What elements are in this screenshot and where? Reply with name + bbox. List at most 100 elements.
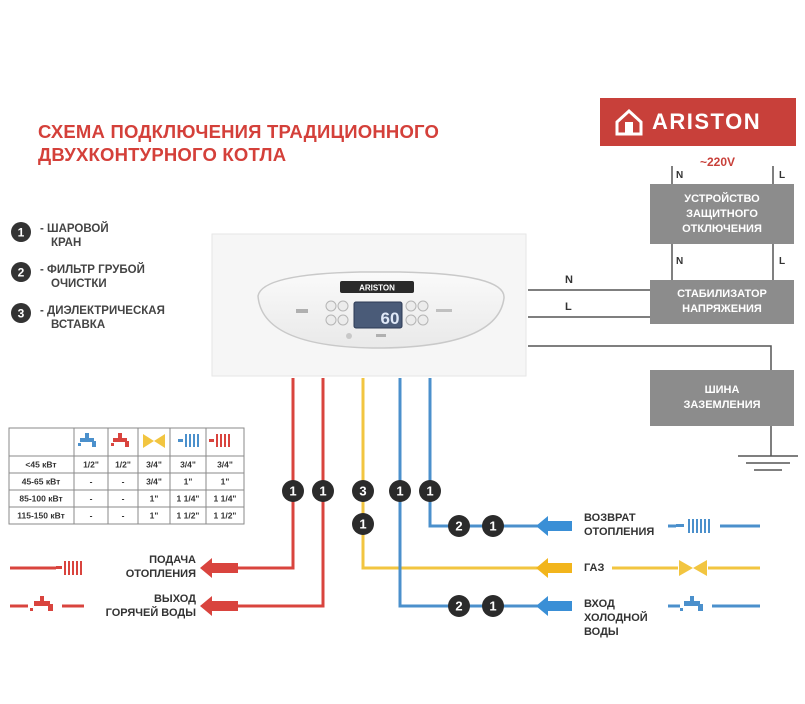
marker-1: 1 [389, 480, 411, 502]
table-cell: 3/4" [146, 460, 162, 470]
panel-mark-right [436, 309, 452, 312]
legend-text-3b: ВСТАВКА [51, 319, 106, 331]
l-label-top: L [779, 170, 786, 181]
ground-box: ШИНА ЗАЗЕМЛЕНИЯ [650, 370, 794, 426]
marker-3: 3 [352, 480, 374, 502]
marker-1: 1 [312, 480, 334, 502]
rcd-line-1: УСТРОЙСТВО [684, 192, 760, 205]
heating-supply-pipe [228, 378, 295, 570]
legend-marker-3: 3 [11, 303, 31, 323]
gas-valve-line-icon [679, 560, 707, 576]
legend-marker-1: 1 [11, 222, 31, 242]
arrow-hot-water [200, 596, 238, 616]
legend-text-2b: ОЧИСТКИ [51, 278, 107, 290]
boiler: ARISTON 60 [211, 233, 527, 377]
arrow-heating-return [536, 516, 572, 536]
l-label-boiler: L [565, 301, 572, 313]
table-cell: - [90, 494, 93, 504]
boiler-brand: ARISTON [359, 284, 395, 293]
arrow-cold-water [536, 596, 572, 616]
title-line-1: СХЕМА ПОДКЛЮЧЕНИЯ ТРАДИЦИОННОГО [38, 121, 440, 142]
brand-logo: ARISTON [600, 98, 796, 146]
marker-1: 1 [482, 515, 504, 537]
svg-text:3: 3 [18, 307, 25, 321]
table-cell: 1 1/4" [177, 494, 200, 504]
ground-line-1: ШИНА [704, 384, 740, 396]
arrow-gas [536, 558, 572, 578]
svg-text:1: 1 [18, 226, 25, 240]
marker-1: 1 [419, 480, 441, 502]
marker-1: 1 [482, 595, 504, 617]
flame-icon [346, 333, 352, 339]
svg-text:1: 1 [426, 484, 433, 499]
n-label-mid: N [676, 256, 684, 267]
return-label-1: ВОЗВРАТ [584, 512, 636, 524]
legend-text-1b: КРАН [51, 237, 82, 249]
legend-text-3a: - ДИЭЛЕКТРИЧЕСКАЯ [40, 305, 165, 317]
panel-buttons-left[interactable] [325, 300, 349, 326]
supply-label: ПОДАЧА ОТОПЛЕНИЯ [100, 553, 196, 581]
table-row-label: 85-100 кВт [19, 494, 62, 504]
hot-water-label: ВЫХОД ГОРЯЧЕЙ ВОДЫ [86, 592, 196, 620]
table-cell: - [90, 511, 93, 521]
voltage-label: ~220V [700, 155, 736, 169]
table-cell: 1" [221, 477, 230, 487]
tap-cold-icon [78, 433, 96, 447]
ground-line-2: ЗАЗЕМЛЕНИЯ [683, 399, 761, 411]
table-cell: - [90, 477, 93, 487]
legend-text-1a: - ШАРОВОЙ [40, 223, 109, 235]
svg-text:1: 1 [489, 599, 496, 614]
svg-text:3: 3 [359, 484, 366, 499]
hot-water-label-2: ГОРЯЧЕЙ ВОДЫ [105, 607, 196, 619]
radiator-cold-icon [178, 434, 199, 447]
supply-label-2: ОТОПЛЕНИЯ [125, 568, 196, 580]
table-cell: 3/4" [146, 477, 162, 487]
table-cell: 3/4" [180, 460, 196, 470]
svg-text:1: 1 [396, 484, 403, 499]
table-cell: 1 1/2" [214, 511, 237, 521]
table-cell: - [122, 477, 125, 487]
gas-valve-icon [143, 434, 165, 448]
svg-text:2: 2 [455, 519, 462, 534]
table-cell: 1/2" [115, 460, 131, 470]
brand-name: ARISTON [652, 109, 762, 134]
boiler-display [353, 301, 403, 329]
tap-hot-icon [111, 433, 129, 447]
gas-pipe [361, 378, 540, 570]
table-row-label: 45-65 кВт [22, 477, 61, 487]
heating-return-pipe [428, 378, 540, 528]
rcd-box: УСТРОЙСТВО ЗАЩИТНОГО ОТКЛЮЧЕНИЯ [650, 184, 794, 244]
table-row-label: 115-150 кВт [17, 511, 65, 521]
house-icon [615, 108, 643, 136]
marker-1: 1 [282, 480, 304, 502]
gas-label: ГАЗ [584, 562, 605, 574]
legend-text-2a: - ФИЛЬТР ГРУБОЙ [40, 264, 145, 276]
stabilizer-line-2: НАПРЯЖЕНИЯ [682, 303, 762, 315]
display-value: 60 [381, 309, 400, 328]
cold-label-2: ХОЛОДНОЙ [584, 612, 648, 624]
supply-label-1: ПОДАЧА [149, 554, 196, 566]
table-cell: - [122, 494, 125, 504]
radiator-return-icon [676, 519, 710, 533]
brand-plate [340, 281, 414, 293]
table-cell: 1" [184, 477, 193, 487]
table-cell: 1 1/2" [177, 511, 200, 521]
cold-label-1: ВХОД [584, 598, 615, 610]
marker-2: 2 [448, 595, 470, 617]
table-row-label: <45 кВт [25, 460, 56, 470]
svg-text:1: 1 [359, 517, 366, 532]
svg-text:2: 2 [455, 599, 462, 614]
panel-buttons-right[interactable] [405, 300, 429, 326]
legend-marker-2: 2 [11, 262, 31, 282]
svg-text:2: 2 [18, 266, 25, 280]
marker-1: 1 [352, 513, 374, 535]
svg-text:1: 1 [319, 484, 326, 499]
svg-text:1: 1 [489, 519, 496, 534]
size-table-grid [8, 427, 245, 525]
stabilizer-line-1: СТАБИЛИЗАТОР [677, 288, 767, 300]
table-cell: 1" [150, 494, 159, 504]
return-label-2: ОТОПЛЕНИЯ [584, 526, 655, 538]
